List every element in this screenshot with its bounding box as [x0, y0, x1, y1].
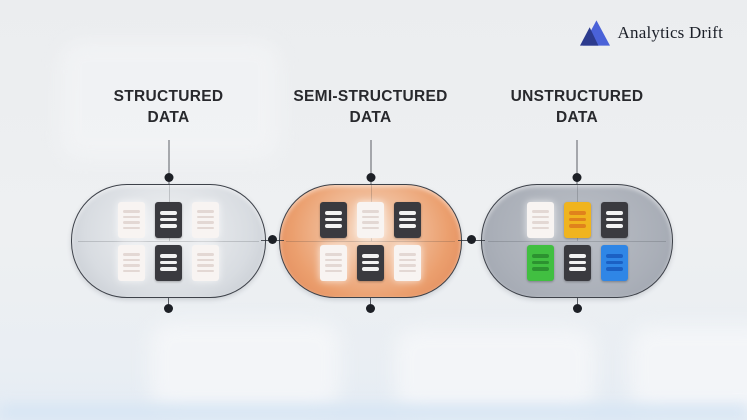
bottom-connector [572, 298, 582, 318]
node-title: STRUCTURED DATA [114, 86, 224, 140]
node-pill-silver [71, 184, 266, 298]
node-pill-gray [481, 184, 673, 298]
top-connector [482, 140, 672, 198]
document-icon-white [192, 201, 219, 238]
document-icon-dark [155, 244, 182, 281]
connector-line [370, 298, 371, 304]
document-grid [526, 201, 628, 281]
node-title-line: DATA [349, 109, 392, 126]
node-title-line: UNSTRUCTURED [510, 88, 644, 105]
document-icon-white [357, 201, 384, 238]
document-icon-dark [394, 201, 421, 238]
document-icon-dark [600, 201, 628, 238]
document-grid [320, 201, 421, 281]
connector-line [576, 140, 578, 198]
background-bottom-strip [0, 404, 747, 420]
diagram-node-structured-data: STRUCTURED DATA [71, 86, 266, 318]
document-icon-green [526, 244, 554, 281]
connector-line [576, 298, 578, 304]
bottom-connector [164, 298, 173, 318]
bottom-connector [366, 298, 375, 318]
document-icon-yellow [563, 201, 591, 238]
connector-dot [268, 235, 277, 244]
connector-dot [366, 304, 375, 313]
document-grid [118, 201, 219, 281]
document-icon-dark [320, 201, 347, 238]
diagram-node-unstructured-data: UNSTRUCTURED DATA [481, 86, 673, 318]
link-structured-to-semistructured [261, 235, 284, 244]
diagram-node-semi-structured-data: SEMI-STRUCTURED DATA [279, 86, 462, 318]
connector-line [168, 298, 169, 304]
document-icon-white [118, 201, 145, 238]
document-icon-dark [563, 244, 591, 281]
document-icon-blue [600, 244, 628, 281]
connector-dot [572, 304, 582, 313]
background-blur-shape [395, 328, 595, 412]
node-pill-orange [279, 184, 462, 298]
node-title-line: DATA [147, 109, 190, 126]
node-title: SEMI-STRUCTURED DATA [293, 86, 447, 140]
node-title-line: STRUCTURED [113, 88, 224, 105]
connector-dot [366, 173, 375, 182]
document-icon-white [526, 201, 554, 238]
document-icon-dark [155, 201, 182, 238]
node-title-line: SEMI-STRUCTURED [293, 88, 448, 105]
document-icon-white [394, 244, 421, 281]
logo-text: Analytics Drift [617, 23, 723, 42]
background-blur-shape [150, 322, 340, 410]
connector-dot [164, 304, 173, 313]
connector-dot [572, 173, 582, 182]
top-connector [72, 140, 265, 198]
document-icon-white [118, 244, 145, 281]
node-title: UNSTRUCTURED DATA [511, 86, 644, 140]
connector-dot [467, 235, 476, 244]
document-icon-dark [357, 244, 384, 281]
top-connector [280, 140, 461, 198]
background-blur-shape [60, 40, 280, 160]
connector-dot [164, 173, 173, 182]
connector-line [370, 140, 371, 198]
analytics-drift-triangle-icon [579, 20, 610, 46]
node-title-line: DATA [556, 109, 598, 126]
link-semistructured-to-unstructured [458, 235, 485, 244]
analytics-drift-logo: Analytics Drift [579, 20, 723, 46]
connector-line [168, 140, 169, 198]
background-blur-shape [630, 326, 747, 412]
document-icon-white [320, 244, 347, 281]
document-icon-white [192, 244, 219, 281]
